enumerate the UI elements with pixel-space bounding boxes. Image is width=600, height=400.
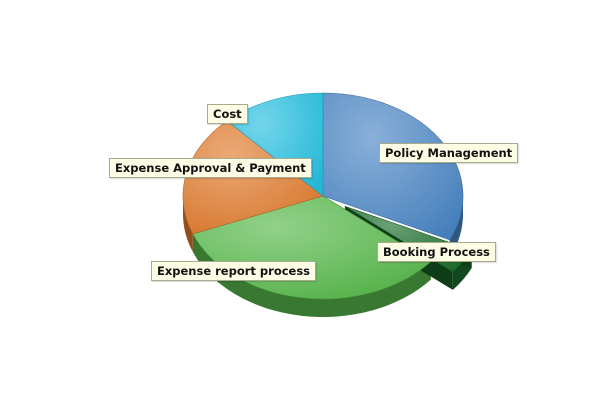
slice-side-expense-report-process [192, 233, 431, 317]
slice-policy-management[interactable] [322, 92, 464, 241]
slice-label-booking-process: Booking Process [377, 242, 496, 262]
slice-label-cost: Cost [207, 104, 248, 124]
slice-label-expense-report-process: Expense report process [151, 261, 317, 281]
slice-label-policy-management: Policy Management [379, 143, 519, 163]
slice-label-expense-approval-payment: Expense Approval & Payment [109, 158, 312, 178]
